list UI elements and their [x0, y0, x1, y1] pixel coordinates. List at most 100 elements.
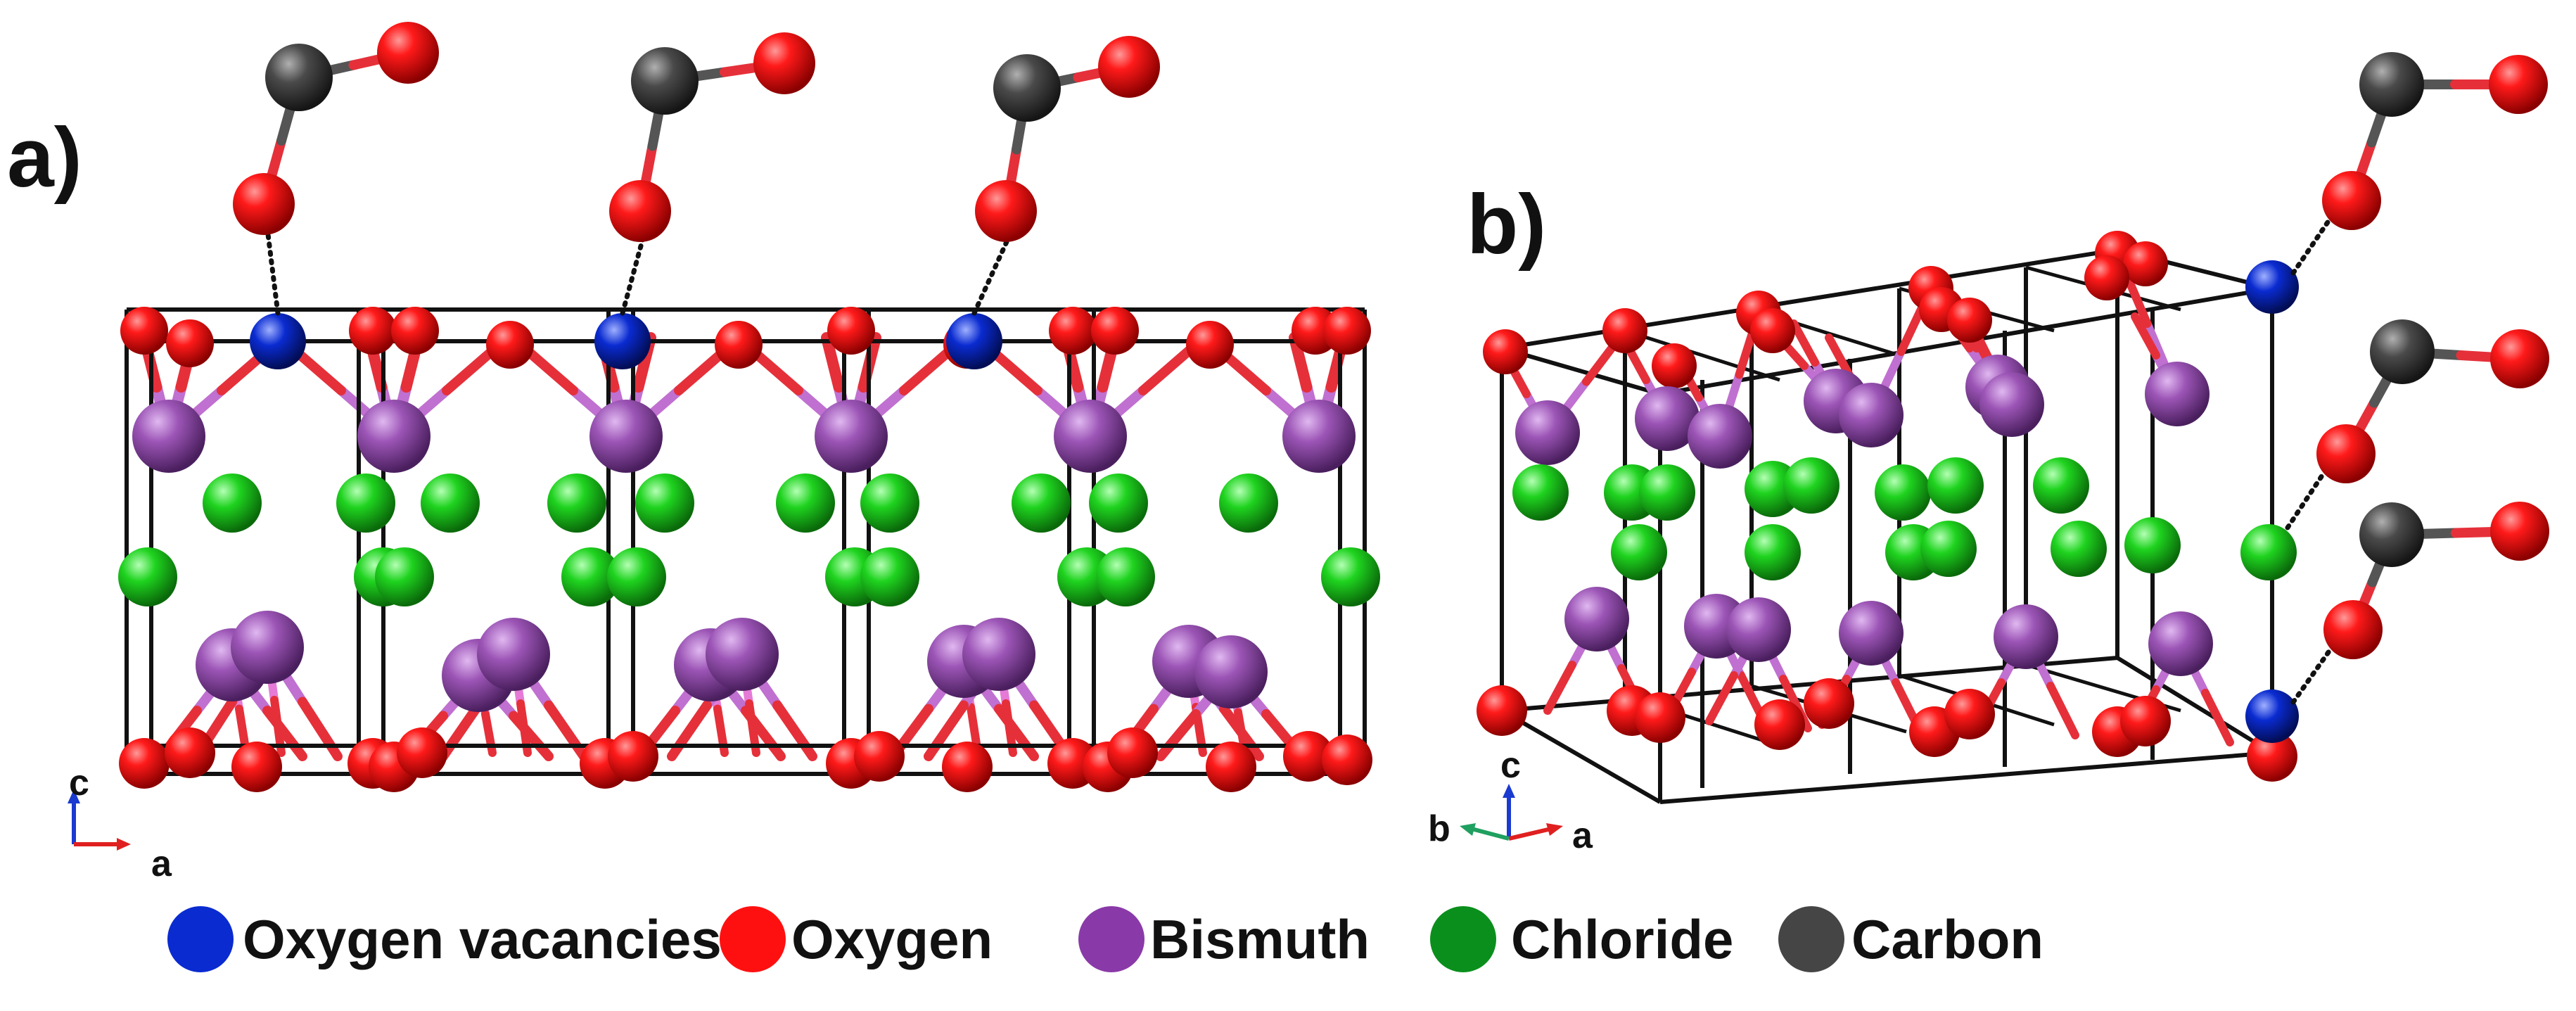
- chloride-atom: [336, 473, 395, 533]
- co2-oxygen-atom: [2489, 55, 2548, 114]
- chloride-atom: [860, 547, 919, 606]
- panel-b-a-axis-arrowhead: [1546, 823, 1563, 836]
- oxygen-atom: [397, 727, 447, 778]
- chloride-atom: [860, 473, 919, 533]
- oxygen-atom: [1477, 685, 1527, 736]
- panel-b-axis-triad: c b a: [1428, 745, 1593, 856]
- chloride-atom: [776, 473, 835, 533]
- chloride-atom: [607, 547, 666, 606]
- legend-label-oxygen: Oxygen: [791, 908, 993, 970]
- co2-oxygen-atom: [2490, 329, 2549, 388]
- oxygen-vacancy-atom: [946, 313, 1002, 369]
- panel-b-a-axis-label: a: [1572, 815, 1593, 856]
- oxygen-atom: [1652, 343, 1697, 388]
- bismuth-atom: [962, 618, 1035, 691]
- oxygen-atom: [349, 307, 397, 355]
- chloride-atom: [2124, 517, 2181, 573]
- bismuth-atom: [1688, 404, 1752, 469]
- bismuth-atom: [1054, 400, 1127, 473]
- bond: [298, 697, 343, 761]
- legend-item-carbon: Carbon: [1778, 906, 2043, 972]
- bismuth-atom: [477, 618, 550, 691]
- oxygen-atom: [942, 742, 993, 792]
- chloride-atom: [561, 547, 620, 606]
- bismuth-atom: [589, 400, 663, 473]
- co2-oxygen-atom: [2323, 600, 2383, 659]
- bond: [1289, 332, 1313, 393]
- panel-a-label: a): [7, 110, 82, 205]
- interaction-line: [971, 233, 1012, 316]
- chloride-atom: [2051, 521, 2107, 577]
- chloride-atom: [118, 547, 177, 606]
- panel-b-co2-molecules: [2285, 52, 2549, 705]
- legend-item-chloride: Chloride: [1430, 906, 1733, 972]
- interaction-line: [2290, 644, 2335, 705]
- chloride-atom: [1920, 521, 1977, 577]
- oxygen-atom: [1635, 692, 1685, 743]
- chloride-atom: [1219, 473, 1278, 533]
- co2-oxygen-atom: [377, 22, 439, 84]
- chloride-atom: [547, 473, 606, 533]
- interaction-line: [2285, 469, 2328, 530]
- oxygen-atom: [2120, 696, 2171, 746]
- co2-oxygen-atom: [2316, 424, 2376, 483]
- panel-b-c-axis-label: c: [1500, 745, 1521, 786]
- co2-oxygen-atom: [609, 180, 671, 242]
- oxygen-atom: [231, 742, 282, 792]
- oxygen-atom: [119, 738, 170, 789]
- panel-b-b-axis-arrowhead: [1460, 823, 1476, 836]
- co2-carbon-atom: [993, 54, 1061, 122]
- bismuth-atom: [1979, 372, 2044, 437]
- oxygen-atom: [486, 321, 534, 369]
- legend-swatch-chloride: [1430, 906, 1496, 972]
- co2-oxygen-atom: [975, 180, 1037, 242]
- panel-a-bonds: [139, 332, 1349, 761]
- bismuth-atom: [2148, 611, 2213, 676]
- chloride-atom: [1927, 457, 1984, 514]
- chloride-atom: [1875, 464, 1931, 521]
- chloride-atom: [2240, 524, 2297, 580]
- oxygen-atom: [166, 319, 214, 367]
- legend-item-oxygen-vacancies: Oxygen vacancies: [167, 906, 722, 972]
- bond: [1156, 709, 1201, 761]
- interaction-line: [264, 226, 281, 316]
- co2-carbon-atom: [631, 47, 699, 115]
- oxygen-atom: [391, 307, 439, 355]
- panel-b-structure: [1477, 52, 2549, 804]
- co2-oxygen-atom: [2490, 502, 2549, 561]
- legend-swatch-oxygen-vacancies: [167, 906, 234, 972]
- bismuth-atom: [2145, 362, 2210, 426]
- panel-a-a-axis-arrowhead: [117, 838, 131, 851]
- oxygen-atom: [2123, 241, 2168, 286]
- bismuth-atom: [815, 400, 888, 473]
- chloride-atom: [1611, 524, 1667, 580]
- panel-a-co2-molecules: [233, 22, 1160, 316]
- interaction-line: [620, 233, 646, 316]
- oxygen-atom: [1091, 307, 1139, 355]
- chloride-atom: [375, 547, 434, 606]
- oxygen-atom: [2247, 731, 2297, 782]
- bismuth-atom: [1839, 383, 1904, 447]
- panel-b-a-axis-arrow: [1508, 827, 1552, 841]
- oxygen-atom: [1206, 742, 1256, 792]
- panel-a-a-axis-label: a: [151, 844, 172, 884]
- oxygen-atom: [1049, 307, 1097, 355]
- cell-edge: [1501, 346, 1661, 396]
- chloride-atom: [1012, 473, 1071, 533]
- bond: [1705, 671, 1738, 725]
- cell-edge: [1624, 329, 1780, 382]
- co2-carbon-atom: [2359, 52, 2424, 117]
- oxygen-atom: [165, 727, 215, 778]
- bismuth-atom: [1726, 597, 1791, 662]
- oxygen-atom: [1322, 735, 1372, 785]
- panel-a-atoms: [118, 307, 1380, 792]
- bond: [772, 700, 817, 761]
- panel-a-structure: [118, 22, 1380, 792]
- co2-carbon-atom: [2359, 502, 2424, 567]
- panel-a-axis-triad: c a: [68, 763, 172, 884]
- bismuth-atom: [357, 400, 431, 473]
- chloride-atom: [1639, 464, 1695, 521]
- oxygen-atom: [715, 321, 763, 369]
- chloride-atom: [1783, 457, 1839, 514]
